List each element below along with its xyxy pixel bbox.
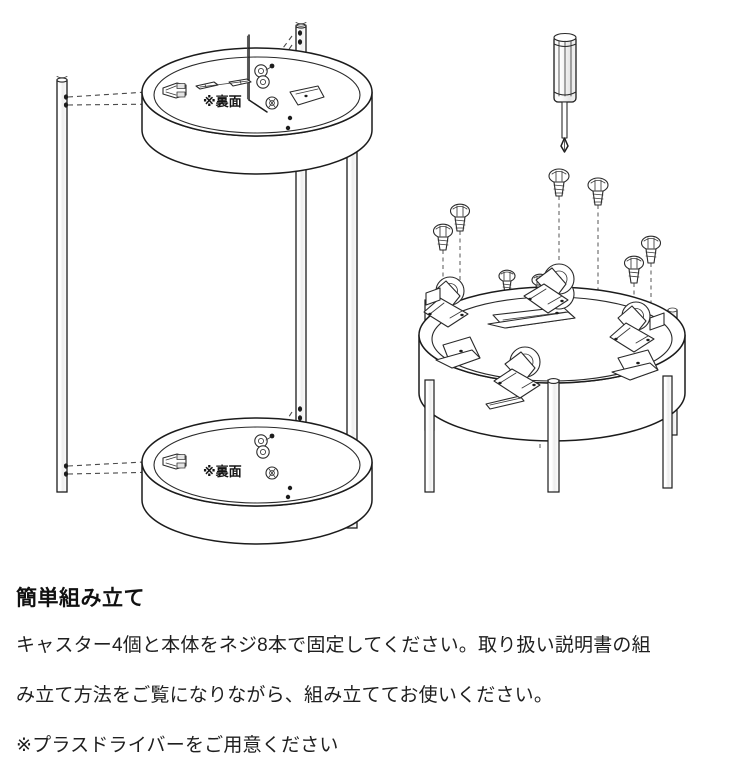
right-caster-diagram [418,32,686,493]
screw-2 [587,177,609,330]
screw-3 [449,203,471,300]
fastener-cluster-top [254,63,275,89]
leg-socket-bottom-left [162,453,187,470]
caster-right [609,301,665,353]
top-tray: ※裏面 [141,34,373,175]
mounting-plate-left [435,336,481,369]
top-tray-label: ※裏面 [203,94,242,109]
caster-back-center [523,263,575,314]
left-exploded-diagram: ※裏面 [56,22,373,545]
bottom-tray: ※裏面 [141,417,373,545]
caption-line-1: キャスター4個と本体をネジ8本で固定してください。取り扱い説明書の組 [16,635,651,657]
tray-plate-top-right [289,85,325,106]
screw-4 [432,223,454,302]
fastener-single-bottom [265,466,279,480]
bottom-tray-label: ※裏面 [203,464,242,479]
fastener-single-top [265,96,279,110]
leg-socket-top-left [162,82,187,99]
caption-line-2: み立て方法をご覧になりながら、組み立ててお使いください。 [16,685,554,707]
leg-left [56,76,69,493]
table-top-bowl [418,286,686,493]
caster-front-center [493,346,541,399]
caption-block: 簡単組み立て キャスター4個と本体をネジ8本で固定してください。取り扱い説明書の… [0,572,740,756]
page-title: 簡単組み立て [16,587,145,610]
mounting-plate-right [611,349,659,381]
mounting-plate-center [487,306,576,329]
caster-left [423,276,469,328]
fastener-cluster-bottom [254,433,275,459]
hex-key-tool [246,34,268,113]
mounting-bar-front [485,395,525,410]
tray-bracket-bar-top [195,78,252,90]
caption-line-3: ※プラスドライバーをご用意ください [16,734,339,756]
phillips-screwdriver [553,32,577,153]
product-instruction-page: ※裏面 [0,22,740,756]
assembly-illustration: ※裏面 [56,22,686,545]
bowl-legs-front [424,375,673,493]
